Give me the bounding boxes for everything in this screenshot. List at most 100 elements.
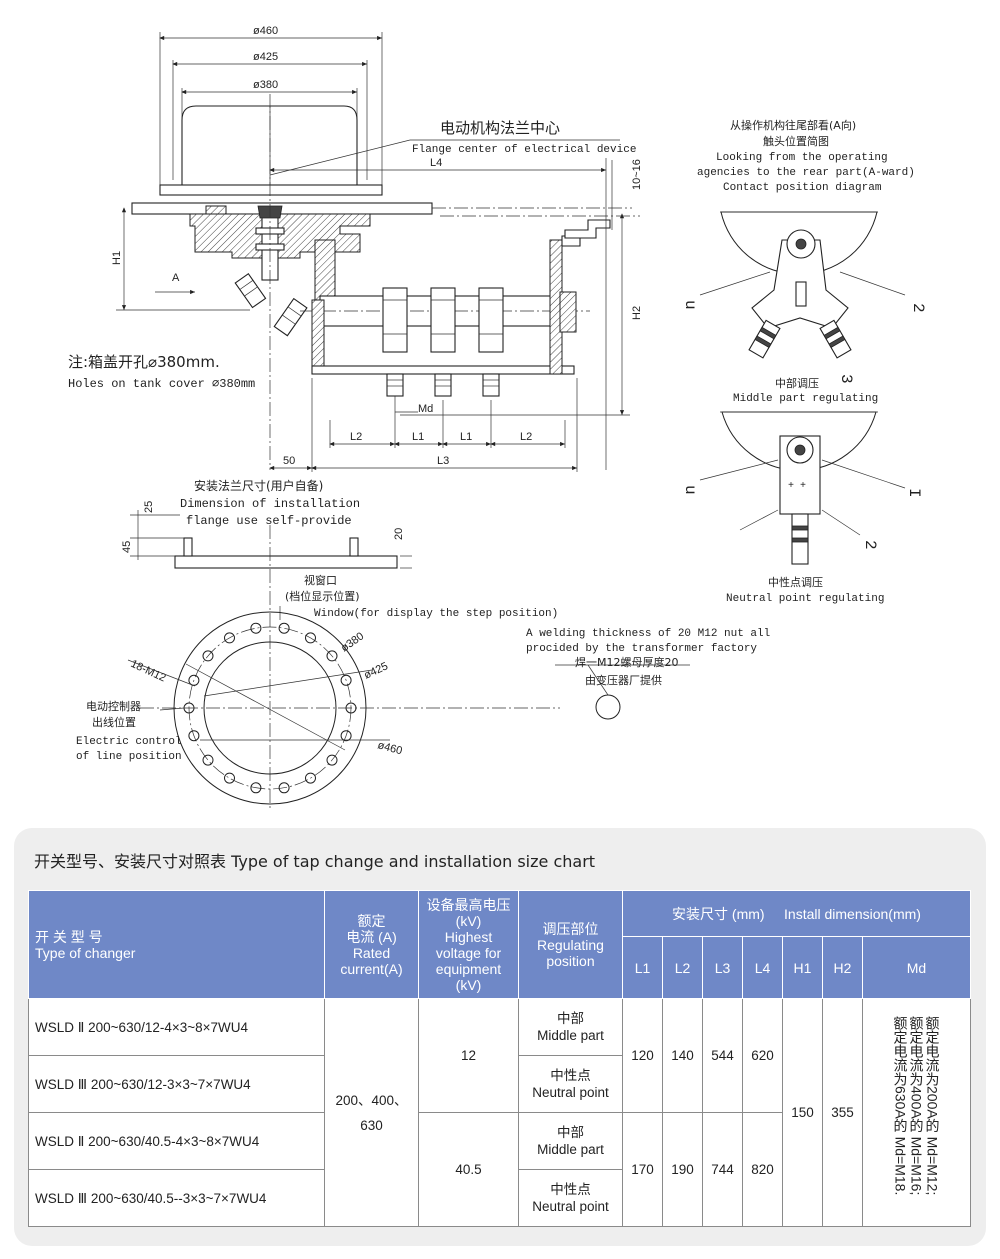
L3-cell: 544 <box>702 998 743 1113</box>
window-en: Window(for display the step position) <box>314 608 558 620</box>
bolt-hole <box>340 674 352 686</box>
H1-cell: 150 <box>782 998 823 1227</box>
table-row: WSLD Ⅱ 200~630/12-4×3~8×7WU4 200、400、630… <box>28 998 971 1227</box>
dim-L1-left: L1 <box>412 431 424 443</box>
table-title: 开关型号、安装尺寸对照表 Type of tap change and inst… <box>34 852 596 871</box>
view-en1: Looking from the operating <box>716 152 888 164</box>
bolt-hole <box>278 782 290 794</box>
neutral-pos-1: I <box>905 488 923 498</box>
dim-20: 20 <box>393 528 405 540</box>
dim-d460: ø460 <box>253 25 278 37</box>
ring-d380: ø380 <box>339 630 366 654</box>
model-cell: WSLD Ⅲ 200~630/12-3×3~7×7WU4 <box>28 1055 325 1113</box>
middle-pos-u: u <box>681 300 699 310</box>
middle-en: Middle part regulating <box>733 393 878 405</box>
model-cell: WSLD Ⅱ 200~630/40.5-4×3~8×7WU4 <box>28 1112 325 1170</box>
ring-d425: ø425 <box>362 660 390 681</box>
L1-cell: 170 <box>622 1112 663 1227</box>
bolt-hole <box>224 632 235 644</box>
neutral-pos-2: 2 <box>861 540 879 550</box>
control-en1: Electric control <box>76 736 182 748</box>
dim-25: 25 <box>143 501 155 513</box>
bolt-spec: 18-M12 <box>129 658 168 685</box>
dim-d380: ø380 <box>253 79 278 91</box>
header-install: 安装尺寸 (mm) Install dimension(mm) <box>622 890 971 937</box>
contact-diagrams: 从操作机构往尾部看(A向) 触头位置简图 Looking from the op… <box>681 118 927 605</box>
view-en3: Contact position diagram <box>723 182 882 194</box>
Md-cell: 额定电流为200A的 Md=M12;额定电流为400A的 Md=M16;额定电流… <box>862 998 971 1227</box>
note-en: Holes on tank cover ⌀380mm <box>68 377 255 391</box>
dim-L3: L3 <box>437 455 449 467</box>
bolt-holes <box>183 622 357 794</box>
H2-cell: 355 <box>822 998 863 1227</box>
bolt-hole <box>188 730 200 742</box>
voltage-cell: 40.5 <box>418 1112 519 1227</box>
spec-table-panel: 开关型号、安装尺寸对照表 Type of tap change and inst… <box>14 828 986 1246</box>
bolt-hole <box>278 622 290 634</box>
flange-center-cn: 电动机构法兰中心 <box>440 119 560 137</box>
contact-phase-1 <box>382 287 408 412</box>
bolt-hole <box>305 772 316 784</box>
L4-cell: 820 <box>742 1112 783 1227</box>
bolt-hole <box>340 730 352 742</box>
dim-Md: Md <box>418 403 433 415</box>
bolt-hole <box>305 632 316 644</box>
neutral-cn: 中性点调压 <box>768 575 823 589</box>
weld-en2: procided by the transformer factory <box>526 643 757 655</box>
weld-cn1: 焊一M12螺母厚度20 <box>575 655 679 669</box>
control-en2: of line position <box>76 751 182 763</box>
model-cell: WSLD Ⅱ 200~630/12-4×3~8×7WU4 <box>28 998 325 1056</box>
svg-text:+ +: + + <box>788 481 806 492</box>
view-cn1: 从操作机构往尾部看(A向) <box>730 118 856 132</box>
middle-cn: 中部调压 <box>775 376 819 390</box>
technical-drawing: ø460 ø425 ø380 <box>68 25 927 810</box>
current-cell: 200、400、630 <box>324 998 419 1227</box>
header-H1: H1 <box>782 936 823 999</box>
note-cn: 注:箱盖开孔⌀380mm. <box>68 353 220 371</box>
bolt-hole <box>250 782 262 794</box>
dim-45: 45 <box>121 541 133 553</box>
install-flange-view: 安装法兰尺寸(用户自备) Dimension of installation f… <box>121 478 412 810</box>
L2-cell: 190 <box>662 1112 703 1227</box>
md-note: 额定电流为200A的 Md=M12;额定电流为400A的 Md=M16;额定电流… <box>892 1015 941 1195</box>
control-cn1: 电动控制器 <box>86 699 141 713</box>
dim-L2-left: L2 <box>350 431 362 443</box>
L3-cell: 744 <box>702 1112 743 1227</box>
middle-pos-2: 2 <box>909 303 927 313</box>
weld-cn2: 由变压器厂提供 <box>585 673 662 687</box>
L2-cell: 140 <box>662 998 703 1113</box>
dim-L4: L4 <box>430 157 442 169</box>
view-arrow-A: A <box>172 272 180 284</box>
header-L1: L1 <box>622 936 663 999</box>
control-cn2: 出线位置 <box>92 715 136 729</box>
neutral-pos-u: u <box>681 485 699 495</box>
header-L2: L2 <box>662 936 703 999</box>
dim-L1-right: L1 <box>460 431 472 443</box>
install-flange-en2: flange use self-provide <box>186 514 352 528</box>
dim-50: 50 <box>283 455 295 467</box>
window-cn2: (档位显示位置) <box>285 589 360 603</box>
bolt-hole <box>202 754 214 766</box>
dim-d425: ø425 <box>253 51 278 63</box>
flange-ring-view: 视窗口 (档位显示位置) Window(for display the step… <box>76 573 770 805</box>
dim-H1: H1 <box>111 251 123 265</box>
header-L4: L4 <box>742 936 783 999</box>
flange-center-en: Flange center of electrical device <box>412 144 636 156</box>
model-cell: WSLD Ⅲ 200~630/40.5--3×3~7×7WU4 <box>28 1169 325 1227</box>
dim-10-16: 10~16 <box>631 159 643 190</box>
contact-phase-2 <box>430 287 456 397</box>
bolt-hole <box>326 754 338 766</box>
bolt-hole <box>326 650 338 662</box>
window-cn1: 视窗口 <box>304 573 337 587</box>
install-flange-en1: Dimension of installation <box>180 497 360 511</box>
bolt-hole <box>250 622 262 634</box>
